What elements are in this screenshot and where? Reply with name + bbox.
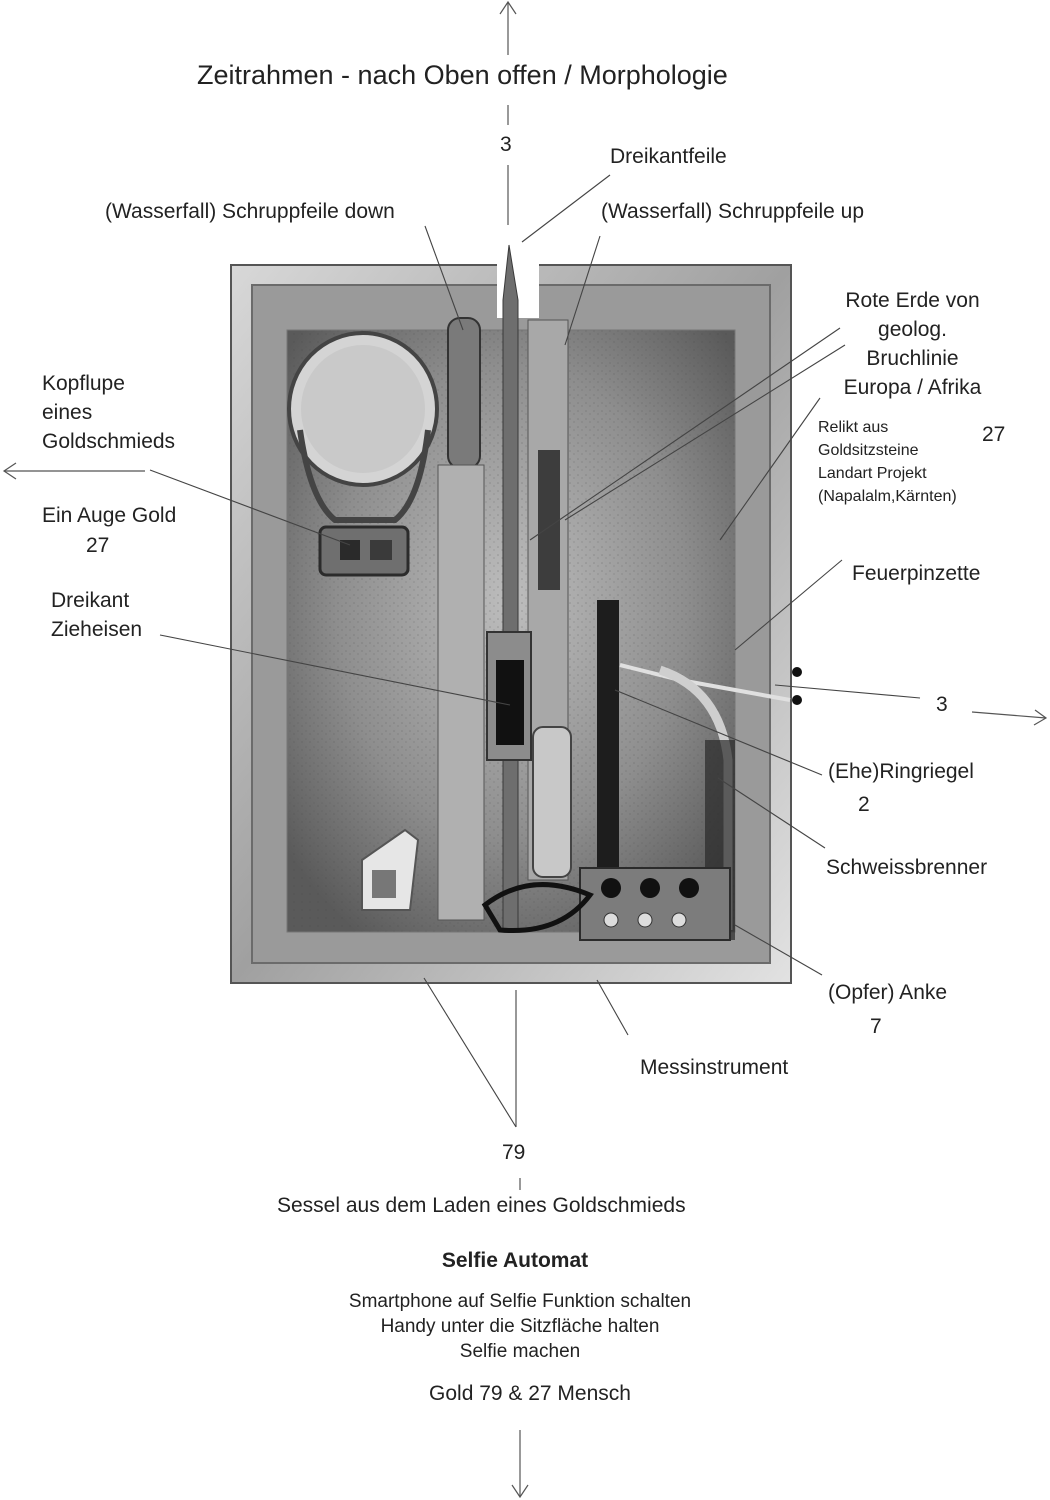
label-ringriegel: (Ehe)Ringriegel — [828, 760, 974, 783]
kopflupe-line-3: Goldschmieds — [42, 430, 176, 453]
zieheisen-line-1: Dreikant — [51, 589, 130, 612]
selfie-instruction-1: Smartphone auf Selfie Funktion schalten — [348, 1291, 692, 1312]
label-bottom-number: 79 — [502, 1141, 526, 1164]
selfie-heading: Selfie Automat — [441, 1249, 589, 1272]
kopflupe-line-2: eines — [42, 401, 93, 424]
selfie-instructions: Smartphone auf Selfie Funktion schalten … — [270, 1289, 770, 1364]
label-right-number: 3 — [936, 693, 948, 716]
label-dreikantfeile: Dreikantfeile — [610, 145, 727, 168]
label-opfer-anke: (Opfer) Anke — [828, 981, 948, 1004]
rote-erde-line-2: geolog. — [878, 318, 947, 341]
anke-block-object — [481, 867, 731, 941]
label-opfer-number: 7 — [870, 1015, 882, 1038]
label-ein-auge-gold: Ein Auge Gold — [42, 504, 177, 527]
relikt-line-2: Goldsitzsteine — [818, 442, 919, 459]
ringriegel-object — [532, 600, 619, 878]
label-schruppfeile-down: (Wasserfall) Schruppfeile down — [105, 200, 395, 223]
relikt-line-1: Relikt aus — [818, 419, 889, 436]
rote-erde-line-4: Europa / Afrika — [843, 376, 982, 399]
relikt-line-3: Landart Projekt — [818, 465, 927, 482]
label-relikt: Relikt aus Goldsitzsteine Landart Projek… — [818, 416, 957, 508]
zieheisen-object — [486, 631, 532, 761]
kopflupe-object — [287, 331, 439, 577]
label-sessel: Sessel aus dem Laden eines Goldschmieds — [277, 1194, 686, 1217]
label-ringriegel-number: 2 — [858, 793, 870, 816]
label-schruppfeile-up: (Wasserfall) Schruppfeile up — [601, 200, 864, 223]
label-schweissbrenner: Schweissbrenner — [826, 856, 988, 879]
label-feuerpinzette: Feuerpinzette — [852, 562, 981, 585]
diagram-title: Zeitrahmen - nach Oben offen / Morpholog… — [197, 60, 728, 90]
label-dreikant-zieheisen: Dreikant Zieheisen — [51, 586, 142, 644]
rote-erde-line-1: Rote Erde von — [845, 289, 980, 312]
label-messinstrument: Messinstrument — [640, 1056, 789, 1079]
zieheisen-line-2: Zieheisen — [51, 618, 143, 641]
label-kopflupe: Kopflupe eines Goldschmieds — [42, 369, 175, 456]
label-relikt-number: 27 — [982, 423, 1006, 446]
label-rote-erde: Rote Erde von geolog. Bruchlinie Europa … — [820, 286, 1005, 402]
label-ein-auge-number: 27 — [86, 534, 110, 557]
selfie-instruction-3: Selfie machen — [459, 1341, 581, 1362]
selfie-instruction-2: Handy unter die Sitzfläche halten — [380, 1316, 660, 1337]
label-top-number: 3 — [500, 133, 512, 156]
leader-lines — [149, 174, 921, 1128]
dreikantfeile-object — [502, 244, 519, 931]
kopflupe-line-1: Kopflupe — [42, 372, 125, 395]
bottle-object — [361, 828, 420, 911]
relikt-line-4: (Napalalm,Kärnten) — [818, 488, 957, 505]
selfie-footer: Gold 79 & 27 Mensch — [429, 1382, 631, 1405]
rote-erde-line-3: Bruchlinie — [866, 347, 959, 370]
